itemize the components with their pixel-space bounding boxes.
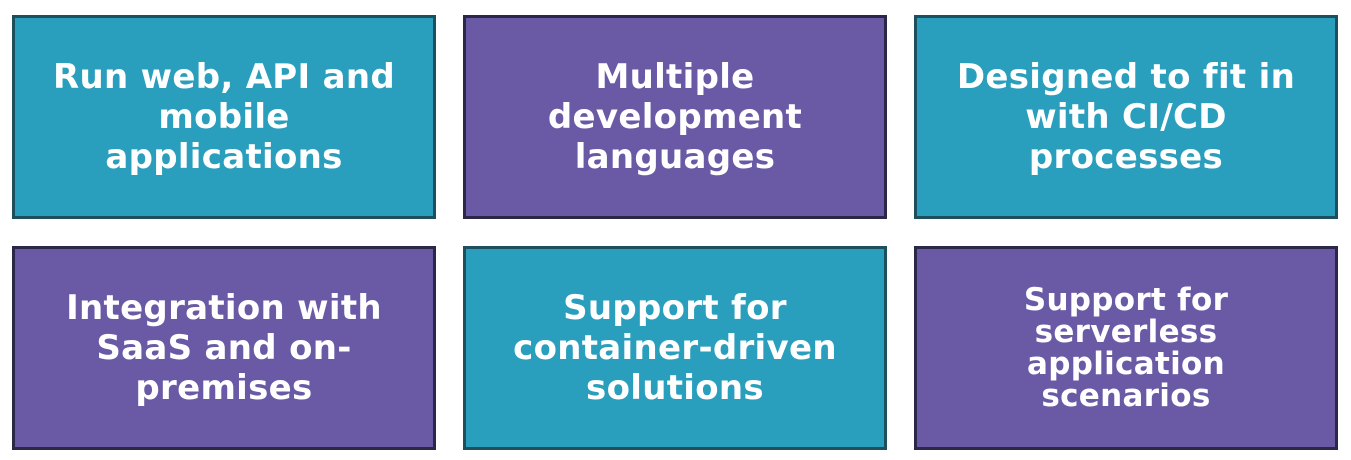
- tile-line: SaaS and on-: [96, 328, 352, 368]
- tile-line: Integration with: [66, 288, 382, 328]
- tile-line: with CI/CD: [1025, 97, 1227, 137]
- tile-saas-on-premises: Integration with SaaS and on- premises: [12, 246, 436, 450]
- tile-run-web-api-mobile: Run web, API and mobile applications: [12, 15, 436, 219]
- tile-line: languages: [574, 137, 776, 177]
- tile-line: application: [1027, 346, 1225, 382]
- tile-text: Multiple development languages: [548, 57, 802, 177]
- tile-text: Run web, API and mobile applications: [53, 57, 395, 177]
- tile-text: Designed to fit in with CI/CD processes: [957, 57, 1295, 177]
- tile-line: applications: [105, 137, 343, 177]
- tile-line: processes: [1028, 137, 1224, 177]
- tile-line: Support for: [1023, 282, 1229, 318]
- tile-multiple-languages: Multiple development languages: [463, 15, 887, 219]
- tile-text: Integration with SaaS and on- premises: [66, 288, 382, 408]
- tile-line: Support for: [563, 288, 787, 328]
- tile-line: development: [547, 97, 803, 137]
- tile-line: solutions: [586, 368, 764, 408]
- tile-line: mobile: [158, 97, 290, 137]
- tile-ci-cd: Designed to fit in with CI/CD processes: [914, 15, 1338, 219]
- tile-line: Run web, API and: [53, 57, 395, 97]
- tile-line: premises: [135, 368, 313, 408]
- tile-line: serverless: [1034, 314, 1218, 350]
- tile-serverless: Support for serverless application scena…: [914, 246, 1338, 450]
- tile-line: Designed to fit in: [956, 57, 1296, 97]
- tile-text: Support for container-driven solutions: [513, 288, 837, 408]
- tile-text: Support for serverless application scena…: [1024, 284, 1228, 412]
- tile-line: scenarios: [1041, 378, 1211, 414]
- tile-container-driven: Support for container-driven solutions: [463, 246, 887, 450]
- tile-line: container-driven: [513, 328, 837, 368]
- tile-line: Multiple: [595, 57, 755, 97]
